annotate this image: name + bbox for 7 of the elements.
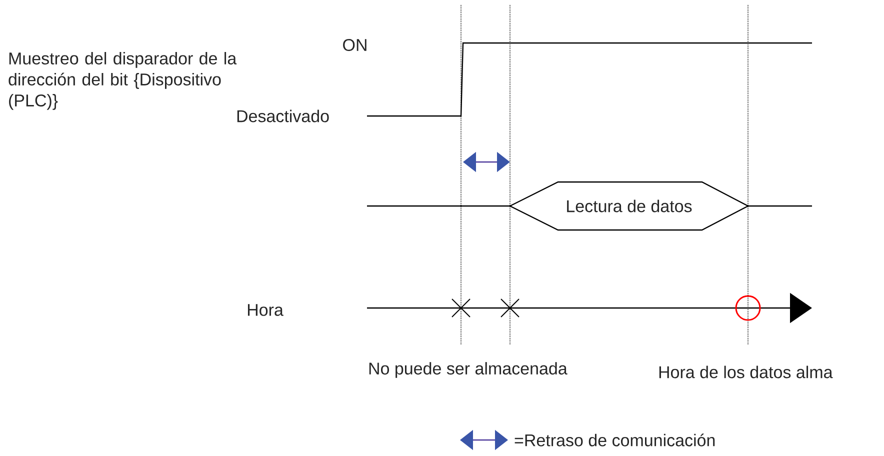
state-label: Desactivado [237, 110, 329, 122]
note-text: Hora de los datos alma [659, 366, 833, 378]
state-label: ON [343, 38, 366, 52]
legend-text: =Retraso de comunicación [514, 434, 715, 446]
note-text: No puede ser almacenada [369, 362, 568, 378]
axis-label: Hora [248, 304, 284, 316]
signal-label: Muestreo del disparador de la dirección del bit {Dispositivo (PLC)} [8, 52, 237, 110]
